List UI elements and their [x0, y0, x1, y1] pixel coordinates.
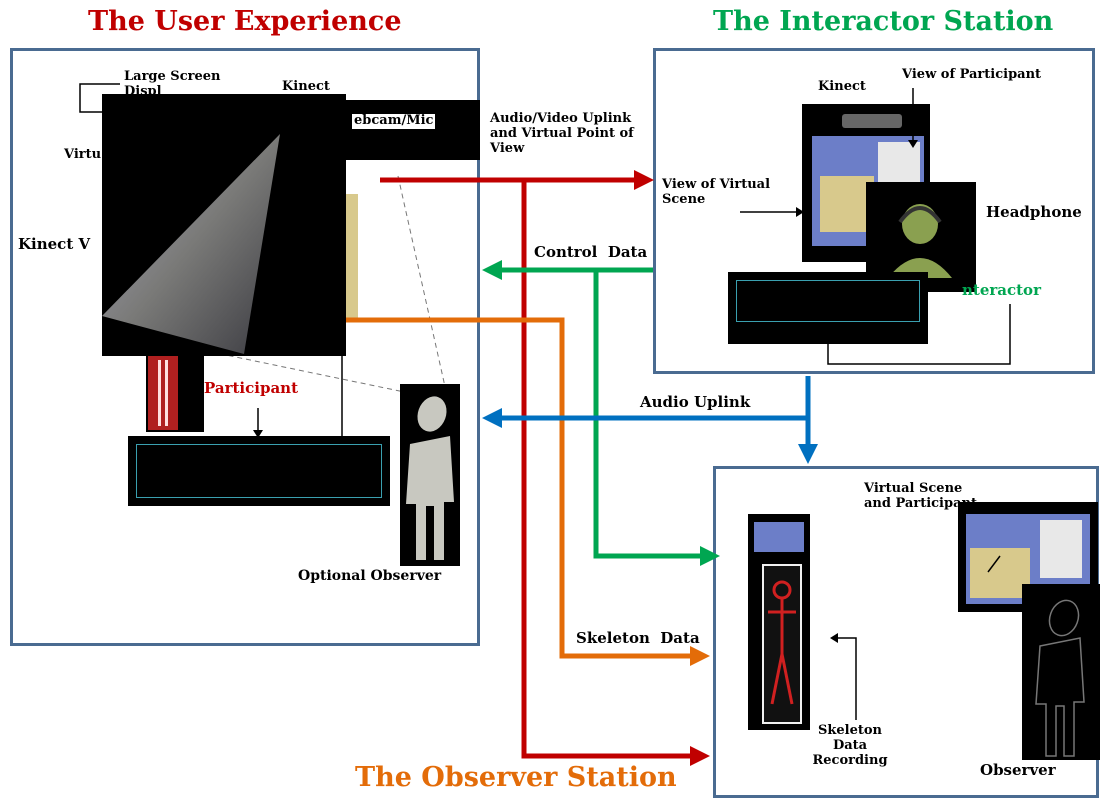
- user-monitor: [128, 436, 390, 506]
- virtual-label-user: Virtu: [64, 147, 102, 162]
- participant-label: Participant: [204, 379, 298, 397]
- observer-station-heading: The Observer Station: [355, 762, 677, 793]
- red-flow-arrow: [380, 170, 710, 766]
- view-of-participant-label: View of Participant: [902, 67, 1042, 82]
- optional-observer-label: Optional Observer: [298, 568, 442, 584]
- headphone-label: Headphone: [986, 203, 1082, 221]
- blue-flow-arrow: [482, 376, 818, 464]
- kinect-v-label: Kinect V: [18, 235, 91, 253]
- interactor-label: nteractor: [962, 281, 1041, 299]
- orange-flow-arrow: [346, 317, 710, 666]
- observer-figure: [1022, 584, 1100, 760]
- view-of-virtual-scene-label: View of Virtual Scene: [662, 177, 771, 207]
- kinect-label-interactor: Kinect: [818, 79, 866, 94]
- participant-figure: [146, 350, 204, 432]
- webcam-mic-label: ebcam/Mic: [352, 113, 436, 129]
- large-display-screen: [102, 94, 346, 356]
- interactor-desk-monitor: [728, 272, 928, 344]
- interactor-station-heading: The Interactor Station: [713, 6, 1054, 37]
- webcam-card: [346, 100, 480, 160]
- observer-label: Observer: [980, 761, 1056, 779]
- audio-uplink-label: Audio Uplink: [640, 393, 751, 411]
- virtual-scene-participant-label: Virtual Scene and Participant: [864, 481, 977, 511]
- audio-video-uplink-label: Audio/Video Uplink and Virtual Point of …: [490, 111, 634, 156]
- optional-observer-figure: [400, 384, 460, 566]
- green-flow-arrow: [482, 260, 720, 566]
- skeleton-data-label: Skeleton Data: [576, 629, 700, 647]
- skeleton-data-recording-label: Skeleton Data Recording: [812, 723, 888, 768]
- user-experience-heading: The User Experience: [88, 6, 402, 37]
- kinect-label-user: Kinect: [282, 79, 330, 94]
- skeleton-recording-card: [748, 514, 810, 730]
- display-side-panel: [346, 194, 358, 322]
- control-data-label: Control Data: [534, 243, 648, 261]
